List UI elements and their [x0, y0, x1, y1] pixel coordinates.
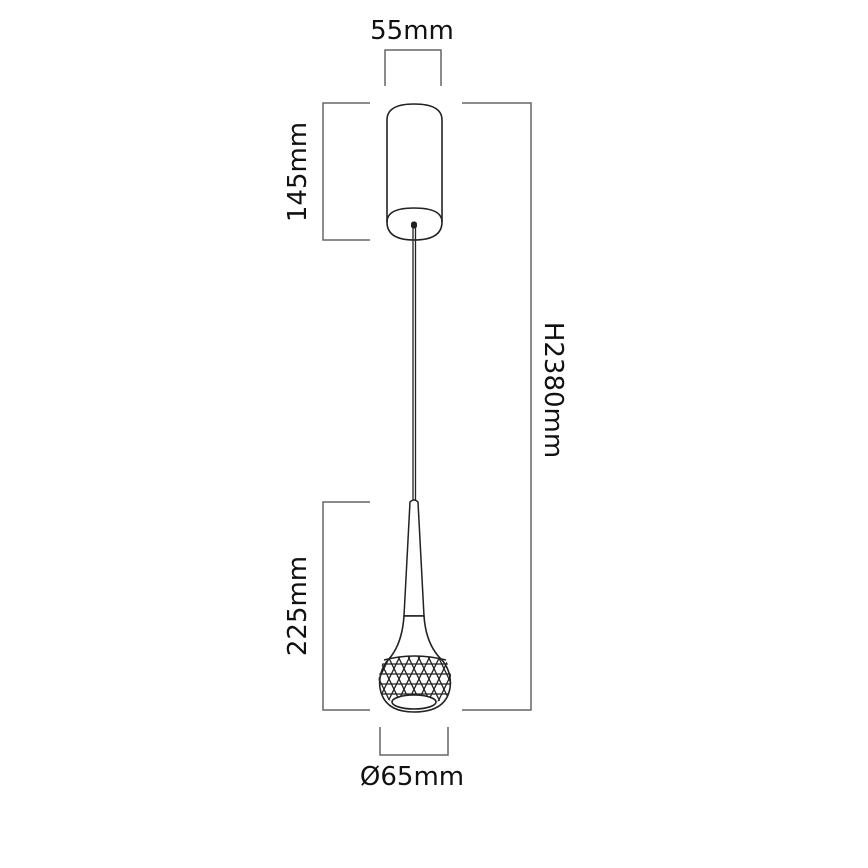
canopy-width-label: 55mm: [370, 16, 454, 46]
dimension-lines: [322, 49, 532, 756]
canopy-height-bracket: [322, 102, 370, 241]
canopy-height-label: 145mm: [283, 121, 313, 223]
tapered-stem: [403, 499, 425, 617]
faceted-glass-globe: [378, 615, 452, 713]
suspension-cord: [411, 221, 417, 502]
canopy-width-bracket: [384, 49, 442, 86]
shade-height-bracket: [322, 501, 370, 711]
total-height-label: H2380mm: [538, 321, 568, 459]
ceiling-canopy: [386, 103, 443, 241]
shade-diameter-label: Ø65mm: [359, 762, 465, 792]
shade-diameter-bracket: [379, 727, 449, 756]
total-height-bracket: [462, 102, 532, 711]
shade-height-label: 225mm: [283, 555, 313, 657]
